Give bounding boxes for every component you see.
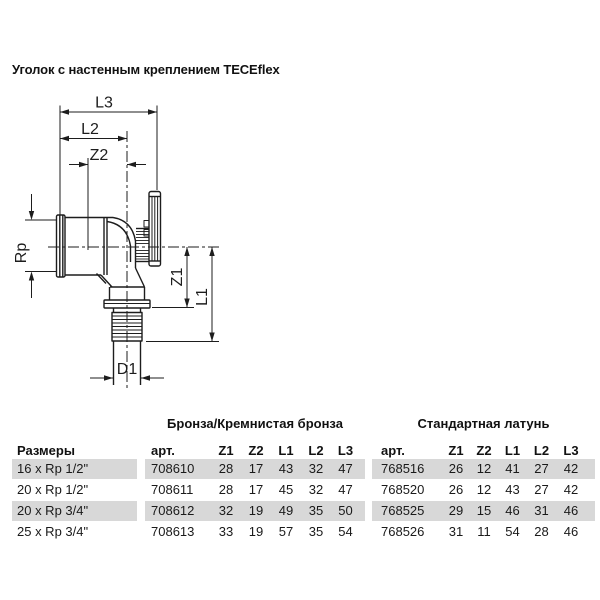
column-header-size: Размеры bbox=[17, 443, 75, 458]
dim-cell: 17 bbox=[248, 482, 264, 497]
dim-label-l2: L2 bbox=[81, 121, 99, 138]
table-row: 16 x Rp 1/2" 708610 28 17 43 32 47 76851… bbox=[12, 459, 595, 479]
column-header-dim: L3 bbox=[563, 443, 579, 458]
art-cell: 708613 bbox=[151, 524, 195, 539]
dim-cell: 35 bbox=[308, 503, 324, 518]
dim-cell: 35 bbox=[308, 524, 324, 539]
dim-label-z2: Z2 bbox=[90, 147, 109, 164]
column-header-dim: Z1 bbox=[218, 443, 234, 458]
dim-cell: 47 bbox=[338, 482, 353, 497]
dimension-arrows bbox=[28, 109, 215, 381]
dim-cell: 43 bbox=[278, 461, 294, 476]
fitting-outline bbox=[55, 190, 162, 385]
dimensions-table: Бронза/Кремнистая бронза Стандартная лат… bbox=[12, 414, 595, 543]
column-header-dim: Z2 bbox=[476, 443, 492, 458]
dim-cell: 29 bbox=[448, 503, 464, 518]
column-header-dim: L1 bbox=[278, 443, 294, 458]
dim-cell: 26 bbox=[448, 482, 464, 497]
dim-label-rp: Rp bbox=[13, 243, 30, 264]
dim-cell: 42 bbox=[563, 482, 579, 497]
table-column-header-row: Размеры арт. Z1 Z2 L1 L2 L3 арт. Z1 Z2 L… bbox=[12, 433, 595, 459]
column-header-art: арт. bbox=[381, 443, 405, 458]
art-cell: 708610 bbox=[151, 461, 195, 476]
art-cell: 768520 bbox=[381, 482, 425, 497]
dim-cell: 46 bbox=[563, 503, 579, 518]
column-header-dim: L3 bbox=[337, 443, 354, 458]
dim-cell: 28 bbox=[534, 524, 549, 539]
dim-cell: 41 bbox=[505, 461, 520, 476]
center-lines bbox=[48, 131, 220, 390]
dim-label-l3: L3 bbox=[95, 95, 113, 112]
dim-cell: 11 bbox=[477, 524, 491, 539]
art-cell: 708611 bbox=[151, 482, 194, 497]
dim-cell: 57 bbox=[278, 524, 294, 539]
column-header-dim: L2 bbox=[533, 443, 550, 458]
dim-cell: 31 bbox=[534, 503, 549, 518]
dim-cell: 47 bbox=[338, 461, 353, 476]
dim-cell: 31 bbox=[448, 524, 464, 539]
table-row: 20 x Rp 3/4" 708612 32 19 49 35 50 76852… bbox=[12, 501, 595, 521]
art-cell: 768525 bbox=[381, 503, 425, 518]
column-header-art: арт. bbox=[151, 443, 175, 458]
dim-cell: 54 bbox=[505, 524, 520, 539]
dim-cell: 19 bbox=[248, 503, 264, 518]
dim-cell: 42 bbox=[563, 461, 579, 476]
art-cell: 768526 bbox=[381, 524, 425, 539]
group-header-brass: Стандартная латунь bbox=[417, 416, 550, 431]
dim-cell: 19 bbox=[248, 524, 264, 539]
dim-cell: 49 bbox=[278, 503, 294, 518]
dim-cell: 12 bbox=[476, 482, 492, 497]
dim-cell: 27 bbox=[534, 461, 549, 476]
dim-cell: 26 bbox=[448, 461, 464, 476]
table-row: 20 x Rp 1/2" 708611 28 17 45 32 47 76852… bbox=[12, 480, 595, 500]
dim-cell: 17 bbox=[248, 461, 264, 476]
technical-drawing: L3 L2 Z2 Rp Z1 L1 D1 bbox=[13, 95, 220, 390]
art-cell: 708612 bbox=[151, 503, 195, 518]
dim-cell: 15 bbox=[476, 503, 492, 518]
dim-cell: 50 bbox=[338, 503, 353, 518]
dim-label-z1: Z1 bbox=[169, 268, 186, 287]
dim-cell: 32 bbox=[308, 461, 324, 476]
dim-cell: 43 bbox=[505, 482, 520, 497]
art-cell: 768516 bbox=[381, 461, 425, 476]
dim-cell: 32 bbox=[218, 503, 234, 518]
dim-cell: 32 bbox=[308, 482, 324, 497]
column-header-dim: Z1 bbox=[448, 443, 464, 458]
size-cell: 25 x Rp 3/4" bbox=[17, 524, 89, 539]
column-header-dim: Z2 bbox=[248, 443, 264, 458]
dim-cell: 28 bbox=[218, 461, 234, 476]
dim-cell: 46 bbox=[563, 524, 579, 539]
dim-cell: 54 bbox=[338, 524, 353, 539]
column-header-dim: L1 bbox=[504, 443, 521, 458]
group-header-bronze: Бронза/Кремнистая бронза bbox=[167, 416, 343, 431]
dim-cell: 12 bbox=[476, 461, 492, 476]
dim-cell: 28 bbox=[218, 482, 234, 497]
size-cell: 20 x Rp 3/4" bbox=[12, 501, 137, 521]
dim-cell: 27 bbox=[534, 482, 549, 497]
dim-label-d1: D1 bbox=[117, 361, 138, 378]
size-cell: 20 x Rp 1/2" bbox=[17, 482, 89, 497]
size-cell: 16 x Rp 1/2" bbox=[12, 459, 137, 479]
dim-cell: 46 bbox=[505, 503, 520, 518]
page-title: Уголок с настенным креплением TECEflex bbox=[12, 62, 280, 77]
dim-label-l1: L1 bbox=[194, 288, 211, 306]
table-row: 25 x Rp 3/4" 708613 33 19 57 35 54 76852… bbox=[12, 522, 595, 542]
table-group-header-row: Бронза/Кремнистая бронза Стандартная лат… bbox=[12, 414, 595, 433]
dimension-lines bbox=[25, 105, 219, 379]
column-header-dim: L2 bbox=[308, 443, 324, 458]
dim-cell: 45 bbox=[278, 482, 294, 497]
dim-cell: 33 bbox=[218, 524, 234, 539]
